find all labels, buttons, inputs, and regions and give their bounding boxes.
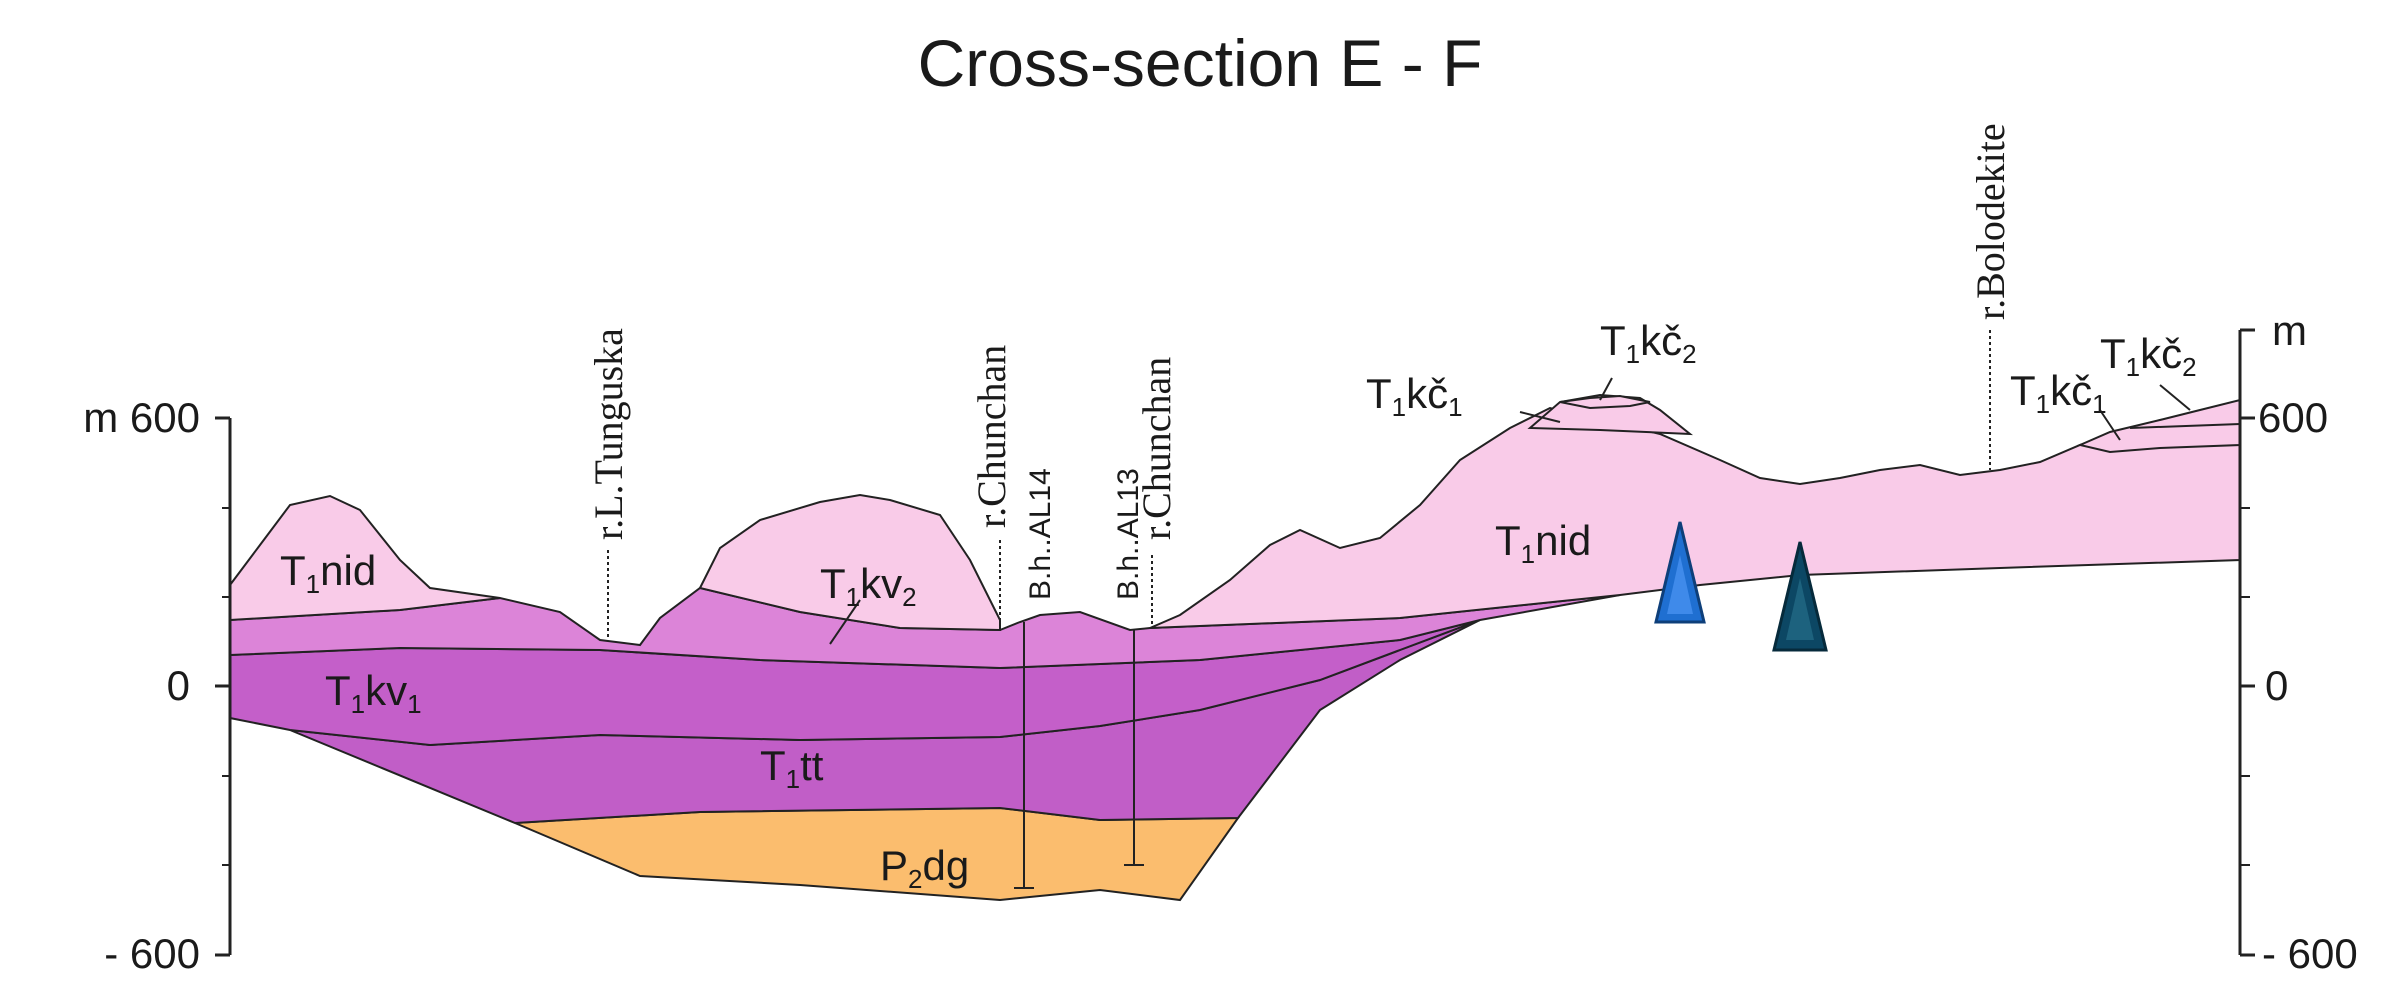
left-label-0: 0 <box>167 662 190 709</box>
layer-t1nid-mid <box>698 493 1001 632</box>
leader-kv2 <box>829 599 861 645</box>
layer-p2dg <box>514 806 1240 902</box>
left-label-minus600: - 600 <box>104 930 200 977</box>
river-label-l-tunguska: r.L.Tunguska <box>586 328 631 540</box>
unit-label-p2dg: P2dg <box>880 842 969 894</box>
unit-label-t1nid-right: T1nid <box>1495 517 1591 569</box>
layer-t1kc2-mid <box>1559 394 1651 410</box>
unit-label-t1kc2-right: T1kč2 <box>2100 330 2197 382</box>
right-label-minus600: - 600 <box>2262 930 2358 977</box>
unit-label-t1kc1-mid: T1kč1 <box>1366 370 1463 422</box>
unit-label-t1kc2-mid: T1kč2 <box>1600 317 1697 369</box>
unit-label-t1kc1-right: T1kč1 <box>2010 367 2107 419</box>
unit-label-t1nid-left: T1nid <box>280 547 376 599</box>
unit-label-t1kv2: T1kv2 <box>820 560 917 612</box>
diagram-title: Cross-section E - F <box>918 26 1483 100</box>
unit-label-t1kv1: T1kv1 <box>325 667 422 719</box>
layer-t1nid-left <box>229 494 501 622</box>
right-label-unit: m <box>2272 307 2307 354</box>
contact-line-right <box>2129 423 2241 429</box>
left-label-600: m 600 <box>83 394 200 441</box>
marker-triangle-blue <box>1654 521 1706 624</box>
unit-label-t1tt: T1tt <box>760 742 824 794</box>
borehole-label-al14: B.h..AL14 <box>1024 468 1057 600</box>
borehole-label-al13: B.h..AL13 <box>1112 468 1145 600</box>
river-label-bolodekite: r.Bolodekite <box>1968 123 2013 320</box>
right-label-0: 0 <box>2265 662 2288 709</box>
leader-kc1-right <box>2099 409 2121 441</box>
river-label-chunchan-1: r.Chunchan <box>969 345 1014 528</box>
leader-kc2-right <box>2159 384 2191 411</box>
marker-triangle-dark <box>1772 541 1828 652</box>
layer-t1kv2 <box>229 586 1621 670</box>
river-label-chunchan-2: r.Chunchan <box>1134 357 1179 540</box>
layer-t1nid-right <box>1149 406 2241 629</box>
leader-kc1-mid <box>1519 411 1561 423</box>
leader-kc2-mid <box>1599 377 1613 401</box>
right-label-600: 600 <box>2258 394 2328 441</box>
